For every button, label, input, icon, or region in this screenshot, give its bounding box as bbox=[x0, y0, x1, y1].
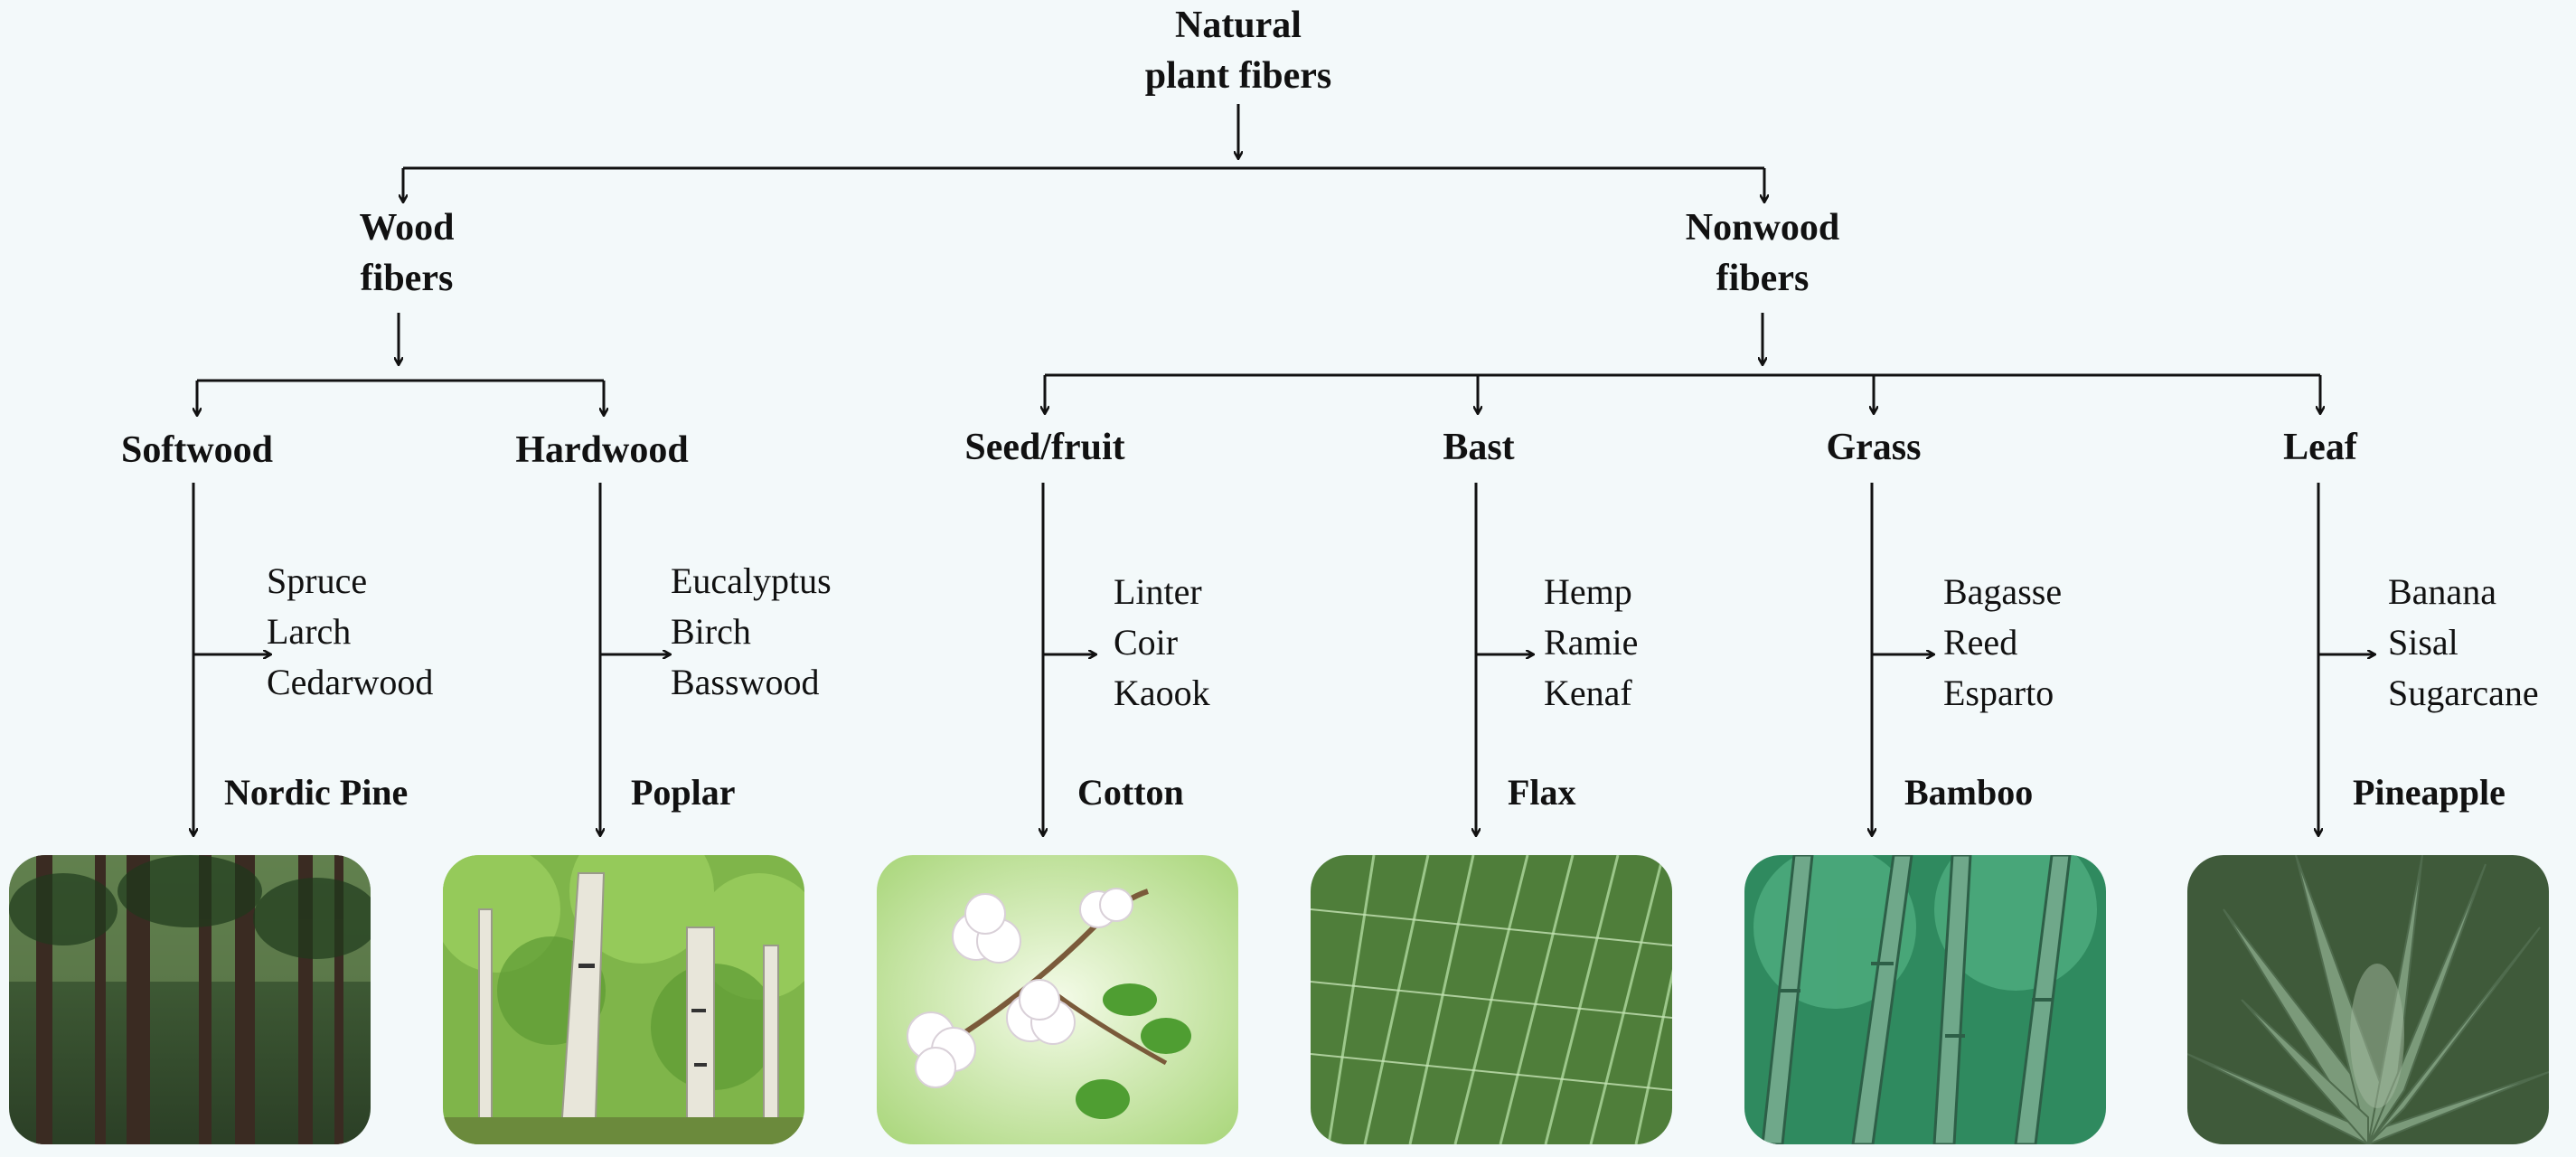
example-item: Kenaf bbox=[1544, 673, 1632, 713]
cotton-branch-image bbox=[877, 855, 1238, 1144]
flax-field-image bbox=[1311, 855, 1672, 1144]
seed-examples: Linter Coir Kaook bbox=[1114, 567, 1210, 719]
poplar-grove-image bbox=[443, 855, 804, 1144]
softwood-representative: Nordic Pine bbox=[224, 772, 409, 813]
example-item: Esparto bbox=[1943, 673, 2054, 713]
example-item: Spruce bbox=[267, 560, 368, 601]
example-item: Larch bbox=[267, 611, 352, 652]
example-item: Linter bbox=[1114, 571, 1202, 612]
example-item: Basswood bbox=[671, 662, 820, 702]
seed-representative: Cotton bbox=[1077, 772, 1184, 813]
grass-examples: Bagasse Reed Esparto bbox=[1943, 567, 2062, 719]
example-item: Bagasse bbox=[1943, 571, 2063, 612]
hardwood-examples: Eucalyptus Birch Basswood bbox=[671, 556, 832, 708]
example-item: Sisal bbox=[2388, 622, 2458, 663]
pineapple-leaves-image bbox=[2187, 855, 2549, 1144]
example-item: Sugarcane bbox=[2388, 673, 2539, 713]
bast-label: Bast bbox=[1443, 427, 1515, 468]
grass-label: Grass bbox=[1826, 427, 1922, 468]
bast-examples: Hemp Ramie Kenaf bbox=[1544, 567, 1638, 719]
softwood-examples: Spruce Larch Cedarwood bbox=[267, 556, 433, 708]
hardwood-label: Hardwood bbox=[515, 429, 689, 471]
leaf-examples: Banana Sisal Sugarcane bbox=[2388, 567, 2539, 719]
seed-fruit-label: Seed/fruit bbox=[964, 427, 1125, 468]
example-item: Ramie bbox=[1544, 622, 1639, 663]
example-item: Coir bbox=[1114, 622, 1179, 663]
leaf-label: Leaf bbox=[2283, 427, 2357, 468]
example-item: Reed bbox=[1943, 622, 2018, 663]
example-item: Birch bbox=[671, 611, 751, 652]
grass-representative: Bamboo bbox=[1904, 772, 2034, 813]
example-item: Cedarwood bbox=[267, 662, 434, 702]
leaf-representative: Pineapple bbox=[2353, 772, 2505, 813]
softwood-label: Softwood bbox=[120, 429, 274, 471]
example-item: Banana bbox=[2388, 571, 2496, 612]
example-item: Hemp bbox=[1544, 571, 1632, 612]
example-item: Eucalyptus bbox=[671, 560, 832, 601]
example-item: Kaook bbox=[1114, 673, 1210, 713]
bamboo-grove-image bbox=[1744, 855, 2106, 1144]
hardwood-representative: Poplar bbox=[631, 772, 736, 813]
pine-forest-image bbox=[9, 855, 371, 1144]
bast-representative: Flax bbox=[1508, 772, 1576, 813]
